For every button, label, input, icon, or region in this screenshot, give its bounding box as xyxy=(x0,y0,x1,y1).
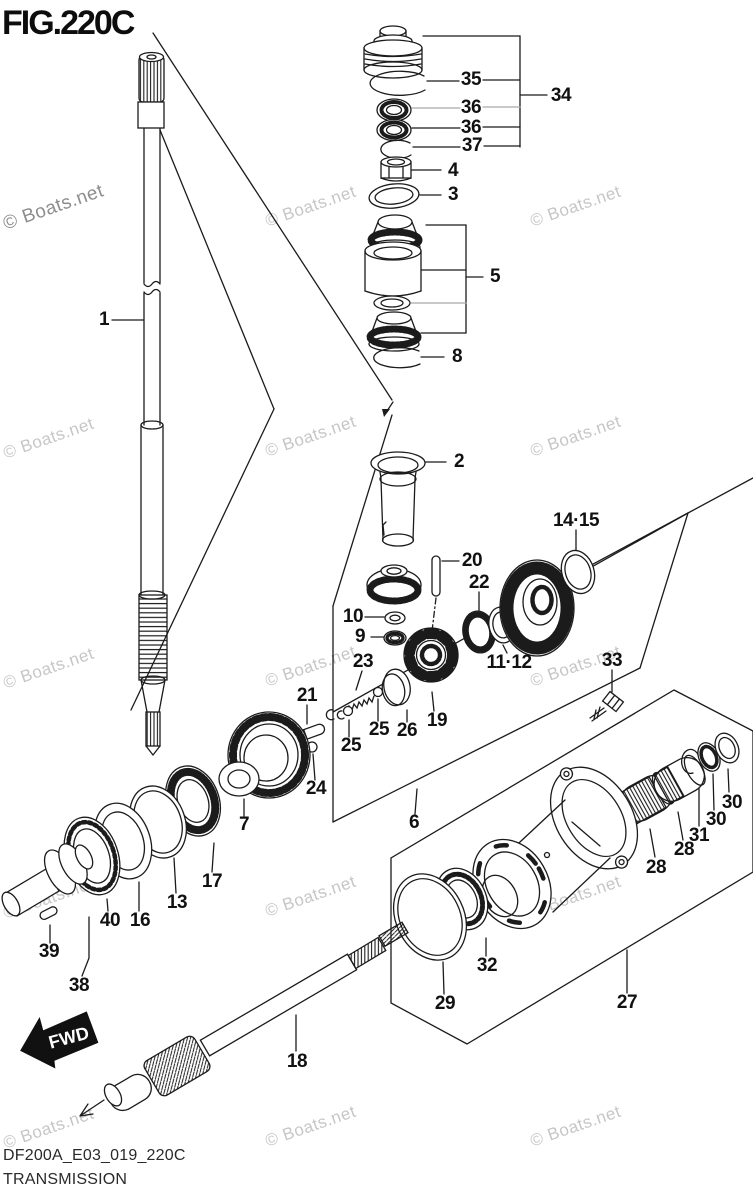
part-label-24: 24 xyxy=(305,778,327,799)
bearing-cap-assembly xyxy=(363,25,426,209)
nut-9 xyxy=(383,630,407,646)
part-label-31: 31 xyxy=(688,825,710,846)
part-label-28a: 28 xyxy=(645,857,667,878)
part-label-5: 5 xyxy=(489,266,501,287)
figure-code: DF200A_E03_019_220C xyxy=(3,1147,186,1164)
part-label-20: 20 xyxy=(461,550,483,571)
part-label-30a: 30 xyxy=(705,809,727,830)
part-label-21: 21 xyxy=(296,685,318,706)
part-label-33: 33 xyxy=(601,650,623,671)
propeller-shaft xyxy=(79,921,409,1117)
ring-8 xyxy=(373,347,421,369)
seal-36a xyxy=(376,98,412,122)
part-label-27: 27 xyxy=(616,992,638,1013)
part-label-40: 40 xyxy=(99,910,121,931)
part-label-9: 9 xyxy=(354,626,366,647)
figure-title: FIG.220C xyxy=(2,4,135,42)
forward-gear-7 xyxy=(218,711,311,799)
part-label-25a: 25 xyxy=(340,735,362,756)
part-label-28b: 28 xyxy=(673,839,695,860)
part-label-25b: 25 xyxy=(368,719,390,740)
bolt-33 xyxy=(589,690,625,722)
ring-35 xyxy=(369,70,426,96)
circlip-37 xyxy=(380,139,412,159)
bearing-set-5 xyxy=(364,214,423,369)
part-label-32: 32 xyxy=(476,955,498,976)
part-label-17: 17 xyxy=(201,871,223,892)
o-ring-14-15 xyxy=(560,549,596,595)
part-label-19: 19 xyxy=(426,710,448,731)
part-label-36a: 36 xyxy=(460,97,482,118)
part-label-4: 4 xyxy=(447,160,459,181)
seal-36b xyxy=(376,118,412,142)
part-label-36b: 36 xyxy=(460,117,482,138)
ring-30b xyxy=(714,732,740,764)
part-label-8: 8 xyxy=(451,346,463,367)
part-label-18: 18 xyxy=(286,1051,308,1072)
part-label-26: 26 xyxy=(396,720,418,741)
part-label-7: 7 xyxy=(238,814,250,835)
part-label-16: 16 xyxy=(129,910,151,931)
bushing-26 xyxy=(381,668,411,707)
part-label-23: 23 xyxy=(352,651,374,672)
figure-name: TRANSMISSION xyxy=(3,1171,128,1188)
part-label-14-15: 14·15 xyxy=(552,510,600,531)
bevel-gear-14 xyxy=(499,559,575,657)
sleeve-2 xyxy=(370,451,426,547)
part-label-22: 22 xyxy=(468,572,490,593)
part-label-35: 35 xyxy=(460,69,482,90)
part-label-11-12: 11·12 xyxy=(486,652,532,673)
driveshaft xyxy=(137,51,168,757)
part-label-30b: 30 xyxy=(721,792,743,813)
part-label-39: 39 xyxy=(38,941,60,962)
washer-3 xyxy=(368,183,420,209)
leader-lines xyxy=(49,35,730,1052)
part-label-2: 2 xyxy=(453,451,465,472)
part-label-13: 13 xyxy=(166,892,188,913)
washer-10 xyxy=(384,611,406,625)
part-label-10: 10 xyxy=(342,606,364,627)
pinion-gear xyxy=(366,564,422,605)
splined-sleeve-28b xyxy=(652,754,706,805)
fwd-arrow: FWD xyxy=(20,1011,99,1069)
part-label-1: 1 xyxy=(98,309,110,330)
clip-ball-25a xyxy=(325,705,354,721)
bearing-housing xyxy=(472,766,639,930)
part-label-37: 37 xyxy=(461,135,483,156)
pin-39 xyxy=(39,906,58,921)
part-label-38: 38 xyxy=(68,975,90,996)
ball-25b xyxy=(372,686,384,698)
lower-housing-panel xyxy=(390,689,753,1045)
clutch-dog-19 xyxy=(403,627,459,683)
part-label-34: 34 xyxy=(550,85,572,106)
nut-4 xyxy=(380,156,412,182)
part-label-3: 3 xyxy=(447,184,459,205)
clip-31 xyxy=(680,748,700,775)
shaft-assembly-38 xyxy=(1,843,94,921)
ring-30a xyxy=(697,742,721,772)
part-label-29: 29 xyxy=(434,993,456,1014)
part-label-6: 6 xyxy=(408,812,420,833)
